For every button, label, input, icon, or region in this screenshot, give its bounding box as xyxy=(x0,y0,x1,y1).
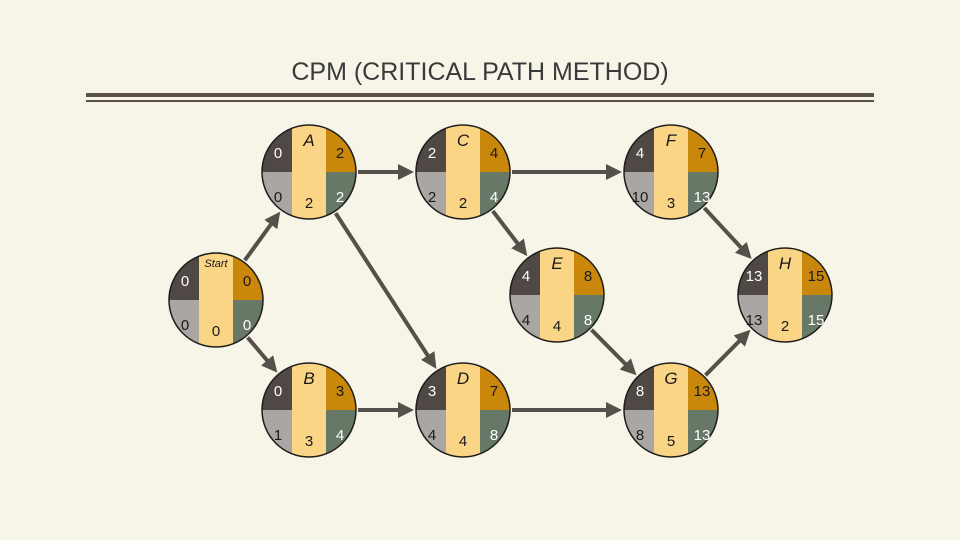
late-start-value: 1 xyxy=(274,427,282,444)
late-start-value: 13 xyxy=(746,312,763,329)
edge-start-to-A xyxy=(243,211,281,262)
duration-value: 5 xyxy=(667,433,675,450)
activity-name: Start xyxy=(204,258,228,270)
late-start-value: 0 xyxy=(181,317,189,334)
node-c: C 2 4 2 4 2 xyxy=(415,124,511,220)
edge-E-to-G xyxy=(590,328,637,376)
node-b: B 0 3 1 4 3 xyxy=(261,362,357,458)
title-divider-thick xyxy=(86,93,874,97)
early-start-value: 13 xyxy=(746,268,763,285)
early-finish-value: 4 xyxy=(490,145,498,162)
early-start-value: 0 xyxy=(181,273,189,290)
node-outline xyxy=(623,124,719,220)
early-finish-value: 0 xyxy=(243,273,251,290)
node-outline xyxy=(415,362,511,458)
activity-name: E xyxy=(551,254,563,273)
late-start-value: 2 xyxy=(428,189,436,206)
early-finish-value: 2 xyxy=(336,145,344,162)
duration-band xyxy=(292,125,326,219)
title-divider-thin xyxy=(86,100,874,102)
edge-F-to-H xyxy=(702,206,752,260)
duration-band xyxy=(654,125,688,219)
activity-name: D xyxy=(457,369,469,388)
activity-name: C xyxy=(457,131,470,150)
edges-layer xyxy=(243,164,752,418)
node-outline xyxy=(737,247,833,343)
node-g: G 8 13 8 13 5 xyxy=(623,362,719,458)
early-finish-value: 15 xyxy=(808,268,825,285)
late-finish-value: 4 xyxy=(490,189,498,206)
duration-band xyxy=(540,248,574,342)
early-start-value: 4 xyxy=(522,268,530,285)
activity-name: F xyxy=(666,131,678,150)
node-d: D 3 7 4 8 4 xyxy=(415,362,511,458)
late-start-value: 0 xyxy=(274,189,282,206)
duration-band xyxy=(199,253,233,347)
node-outline xyxy=(509,247,605,343)
late-finish-value: 13 xyxy=(694,427,711,444)
node-outline xyxy=(415,124,511,220)
edge-C-to-E xyxy=(491,209,528,257)
duration-band xyxy=(292,363,326,457)
node-outline xyxy=(168,252,264,348)
edge-start-to-B xyxy=(246,336,278,373)
node-outline xyxy=(623,362,719,458)
duration-value: 0 xyxy=(212,323,220,340)
early-finish-value: 8 xyxy=(584,268,592,285)
early-start-value: 0 xyxy=(274,145,282,162)
early-start-value: 3 xyxy=(428,383,436,400)
duration-band xyxy=(446,363,480,457)
late-start-value: 10 xyxy=(632,189,649,206)
edge-G-to-H xyxy=(704,329,751,377)
node-outline xyxy=(261,362,357,458)
activity-name: B xyxy=(303,369,314,388)
node-f: F 4 7 10 13 3 xyxy=(623,124,719,220)
late-finish-value: 8 xyxy=(584,312,592,329)
late-finish-value: 2 xyxy=(336,189,344,206)
late-start-value: 4 xyxy=(522,312,530,329)
duration-value: 4 xyxy=(553,318,561,335)
page-title: CPM (CRITICAL PATH METHOD) xyxy=(291,58,669,86)
duration-band xyxy=(446,125,480,219)
early-start-value: 8 xyxy=(636,383,644,400)
activity-name: G xyxy=(664,369,677,388)
node-h: H 13 15 13 15 2 xyxy=(737,247,833,343)
late-finish-value: 15 xyxy=(808,312,825,329)
early-finish-value: 7 xyxy=(490,383,498,400)
node-start: Start 0 0 0 0 0 xyxy=(168,252,264,348)
late-finish-value: 4 xyxy=(336,427,344,444)
late-start-value: 4 xyxy=(428,427,436,444)
duration-value: 3 xyxy=(305,433,313,450)
early-start-value: 4 xyxy=(636,145,644,162)
node-a: A 0 2 0 2 2 xyxy=(261,124,357,220)
early-start-value: 0 xyxy=(274,383,282,400)
duration-value: 2 xyxy=(305,195,313,212)
late-finish-value: 0 xyxy=(243,317,251,334)
late-finish-value: 13 xyxy=(694,189,711,206)
duration-value: 2 xyxy=(781,318,789,335)
duration-value: 3 xyxy=(667,195,675,212)
duration-band xyxy=(654,363,688,457)
node-outline xyxy=(261,124,357,220)
early-finish-value: 3 xyxy=(336,383,344,400)
duration-value: 2 xyxy=(459,195,467,212)
duration-band xyxy=(768,248,802,342)
edge-A-to-D xyxy=(333,212,437,369)
early-start-value: 2 xyxy=(428,145,436,162)
duration-value: 4 xyxy=(459,433,467,450)
activity-name: H xyxy=(779,254,792,273)
late-finish-value: 8 xyxy=(490,427,498,444)
early-finish-value: 13 xyxy=(694,383,711,400)
node-e: E 4 8 4 8 4 xyxy=(509,247,605,343)
activity-name: A xyxy=(302,131,314,150)
late-start-value: 8 xyxy=(636,427,644,444)
early-finish-value: 7 xyxy=(698,145,706,162)
